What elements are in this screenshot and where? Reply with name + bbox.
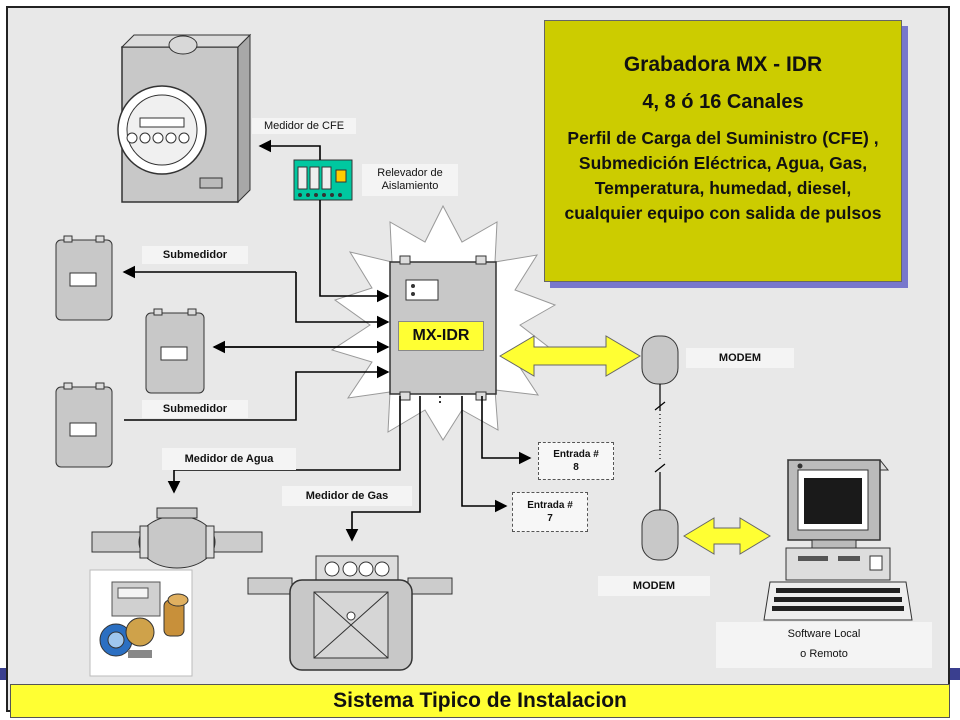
computer-icon — [763, 459, 913, 621]
modem-bottom-icon — [641, 509, 679, 561]
input-7-label-line1: Entrada # — [527, 500, 573, 511]
diagram-title-bar: Sistema Tipico de Instalacion — [10, 684, 950, 718]
input-7-label: Entrada # 7 — [512, 492, 588, 532]
recorder-info-box: Grabadora MX - IDR 4, 8 ó 16 Canales Per… — [544, 20, 902, 282]
input-8-label-line2: 8 — [573, 462, 579, 473]
isolation-relay-icon — [293, 159, 353, 201]
recorder-modem-arrow — [499, 335, 641, 377]
isolation-relay-label: Relevador de Aislamiento — [362, 164, 458, 196]
software-label: Software Local o Remoto — [716, 622, 932, 668]
info-box-description: Perfil de Carga del Suministro (CFE) , S… — [564, 128, 882, 223]
modem-top-icon — [641, 335, 679, 385]
modem-bottom-label: MODEM — [598, 576, 710, 596]
connection-lines — [122, 139, 532, 542]
input-8-label: Entrada # 8 — [538, 442, 614, 480]
isolation-relay-label-line1: Relevador de — [377, 167, 443, 179]
diagram-title: Sistema Tipico de Instalacion — [333, 689, 627, 712]
gas-meter-label: Medidor de Gas — [282, 486, 412, 506]
cfe-meter-label: Medidor de CFE — [252, 118, 356, 134]
water-meter-label: Medidor de Agua — [162, 448, 296, 470]
water-meter-icon — [91, 507, 263, 569]
isolation-relay-label-line2: Aislamiento — [381, 180, 439, 192]
gas-meter-icon — [247, 555, 453, 671]
input-7-label-line2: 7 — [547, 513, 553, 524]
submeter-top-icon — [55, 235, 113, 321]
software-label-line1: Software Local — [787, 628, 861, 640]
submeter-bottom-icon — [55, 382, 113, 468]
modem-computer-arrow — [683, 517, 771, 555]
submeter-bottom-label: Submedidor — [142, 400, 248, 418]
info-box-title: Grabadora MX - IDR — [623, 53, 823, 76]
submeter-top-label: Submedidor — [142, 246, 248, 264]
info-box-channels: 4, 8 ó 16 Canales — [642, 91, 804, 113]
input-8-label-line1: Entrada # — [553, 449, 599, 460]
cfe-meter-icon — [117, 33, 252, 204]
submeter-middle-icon — [145, 308, 205, 394]
water-meter-photo — [89, 569, 193, 677]
phone-line — [654, 384, 666, 510]
software-label-line2: o Remoto — [800, 648, 848, 660]
modem-top-label: MODEM — [686, 348, 794, 368]
mx-idr-label: MX-IDR — [398, 321, 484, 351]
